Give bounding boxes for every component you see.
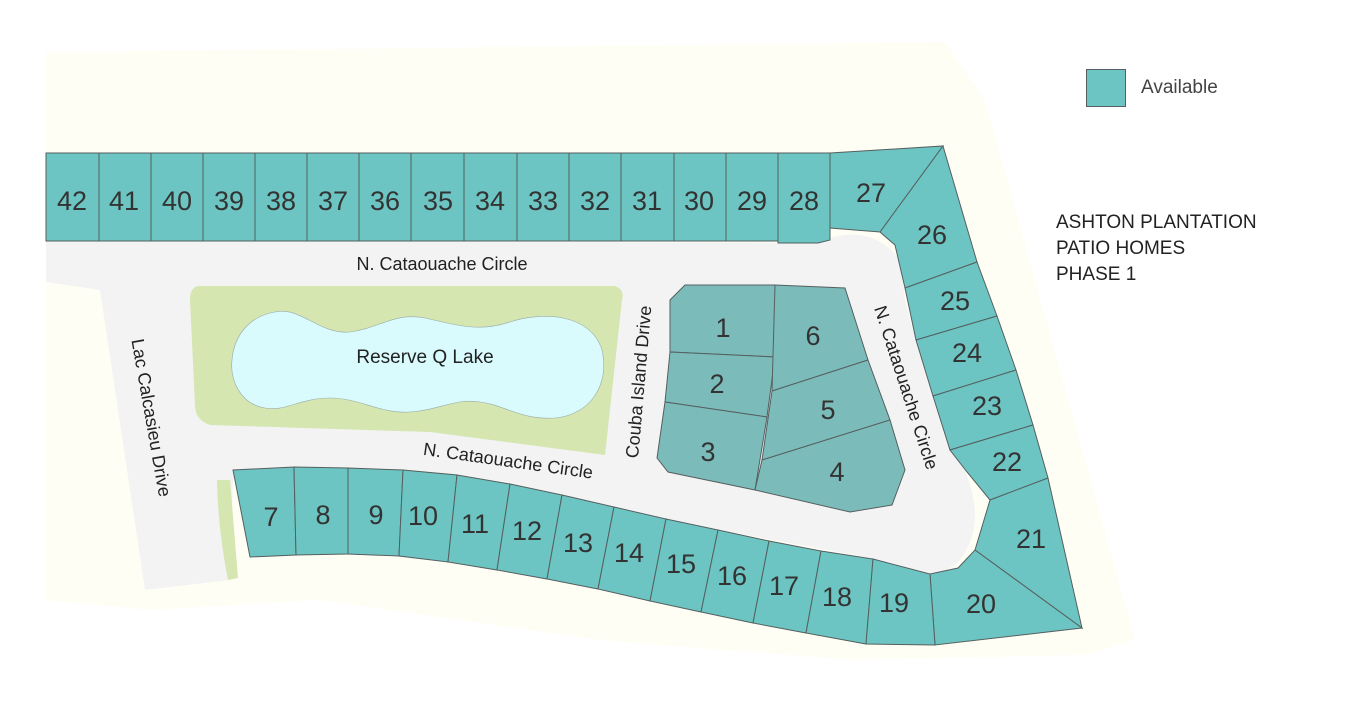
legend-available-swatch: [1086, 69, 1126, 107]
lot-17-label: 17: [769, 571, 799, 601]
lot-6-label: 6: [805, 321, 820, 351]
lot-41-label: 41: [109, 186, 139, 216]
lot-35[interactable]: [410, 152, 465, 242]
lot-30-label: 30: [684, 186, 714, 216]
lot-39[interactable]: [202, 152, 256, 242]
green-strip: [217, 480, 238, 580]
lot-4[interactable]: [754, 419, 906, 513]
lot-27-label: 27: [856, 178, 886, 208]
lot-19-label: 19: [879, 588, 909, 618]
map-legend: Available: [1086, 68, 1218, 108]
lot-42-label: 42: [57, 186, 87, 216]
lot-31[interactable]: [620, 152, 675, 242]
lot-38[interactable]: [254, 152, 308, 242]
lot-36[interactable]: [358, 152, 412, 242]
lot-38-label: 38: [266, 186, 296, 216]
lot-10-label: 10: [408, 501, 438, 531]
lot-15-label: 15: [666, 549, 696, 579]
lot-42[interactable]: [45, 152, 100, 242]
lot-40-label: 40: [162, 186, 192, 216]
lot-9-label: 9: [368, 500, 383, 530]
legend-available-label: Available: [1141, 77, 1218, 98]
lot-2-label: 2: [709, 369, 724, 399]
lots-top-row: 42 41 40 39 38 37 36 35 34 33 32 31 30 2…: [45, 152, 831, 244]
lot-11-label: 11: [461, 509, 489, 539]
lot-32-label: 32: [580, 186, 610, 216]
lake: [231, 310, 604, 419]
lot-20-label: 20: [966, 589, 996, 619]
lot-33-label: 33: [528, 186, 558, 216]
plan-title-line-3: PHASE 1: [1056, 264, 1137, 285]
lots-east: 27 26 25 24 23 22 21 20: [829, 144, 1084, 646]
lot-39-label: 39: [214, 186, 244, 216]
lot-41[interactable]: [98, 152, 152, 242]
lot-1-label: 1: [715, 313, 730, 343]
lot-32[interactable]: [568, 152, 622, 242]
lot-3-label: 3: [700, 437, 715, 467]
lot-34[interactable]: [463, 152, 518, 242]
lot-5-label: 5: [820, 395, 835, 425]
lot-26[interactable]: [879, 144, 978, 289]
lot-13-label: 13: [563, 528, 593, 558]
lot-23-label: 23: [972, 391, 1002, 421]
lot-14-label: 14: [614, 538, 644, 568]
lot-24-label: 24: [952, 338, 982, 368]
plan-title-line-1: ASHTON PLANTATION: [1056, 212, 1257, 233]
lot-28[interactable]: [777, 152, 831, 244]
lot-3[interactable]: [656, 401, 768, 491]
lot-29[interactable]: [725, 152, 779, 242]
lot-19[interactable]: [865, 558, 936, 646]
lot-33[interactable]: [516, 152, 570, 242]
lot-18-label: 18: [822, 582, 852, 612]
lake-label: Reserve Q Lake: [356, 347, 493, 368]
lot-7-label: 7: [263, 502, 278, 532]
street-label-north-circle-top: N. Cataouache Circle: [356, 254, 527, 274]
lot-12-label: 12: [512, 516, 542, 546]
lot-22-label: 22: [992, 447, 1022, 477]
lot-21-label: 21: [1016, 524, 1046, 554]
lot-29-label: 29: [737, 186, 767, 216]
lot-34-label: 34: [475, 186, 505, 216]
lot-4-label: 4: [829, 457, 844, 487]
lot-30[interactable]: [673, 152, 727, 242]
lots-bottom-row: 7 8 9 10 11 12 13 14 15 16 17 18 19: [232, 466, 936, 646]
plan-title: ASHTON PLANTATION PATIO HOMES PHASE 1: [1056, 210, 1257, 288]
lots-interior: 1 2 3 4 5 6: [656, 284, 906, 513]
plan-title-line-2: PATIO HOMES: [1056, 238, 1186, 259]
lot-28-label: 28: [789, 186, 819, 216]
lot-31-label: 31: [632, 186, 662, 216]
lot-8-label: 8: [315, 500, 330, 530]
lot-25-label: 25: [940, 286, 970, 316]
lot-40[interactable]: [150, 152, 204, 242]
lot-16-label: 16: [717, 561, 747, 591]
lot-26-label: 26: [917, 220, 947, 250]
lot-36-label: 36: [370, 186, 400, 216]
lot-35-label: 35: [423, 186, 453, 216]
lot-37-label: 37: [318, 186, 348, 216]
lot-37[interactable]: [306, 152, 360, 242]
